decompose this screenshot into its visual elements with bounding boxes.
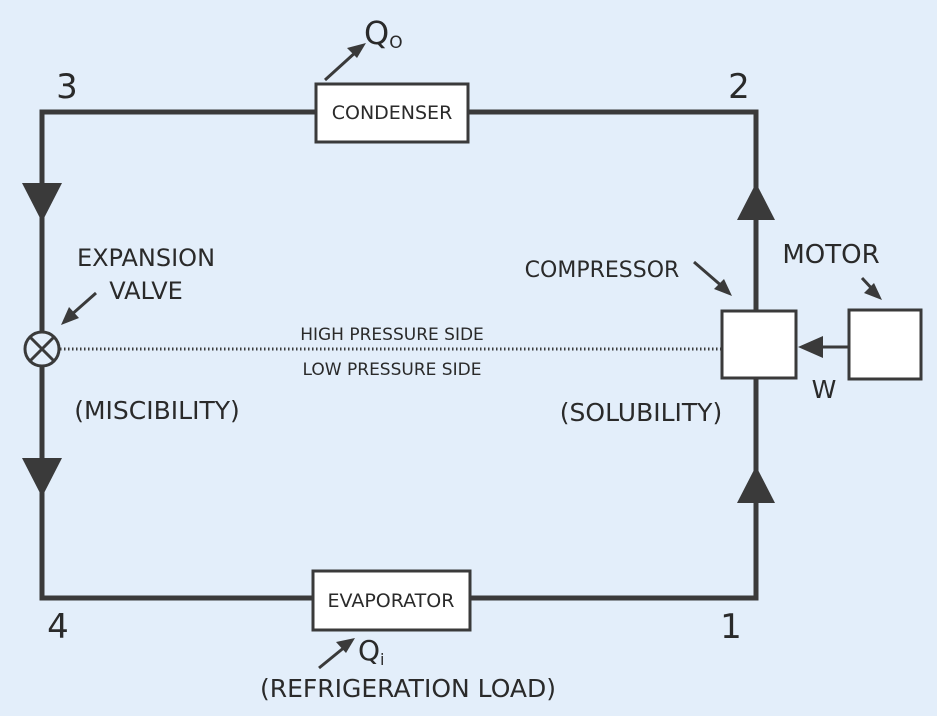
q-in-arrow-line [318, 644, 347, 670]
compressor-pointer-line [693, 260, 725, 290]
expansion-valve-pointer-head [61, 307, 79, 325]
compressor-box [720, 309, 798, 380]
q-in-subscript: i [380, 650, 384, 669]
q-in-arrow-head [336, 638, 355, 653]
work-shaft-arrowhead [798, 336, 823, 358]
node-4-label: 4 [47, 607, 69, 647]
node-2-label: 2 [728, 67, 750, 107]
motor-label: MOTOR [782, 240, 879, 270]
compressor-pointer-head [714, 279, 732, 296]
q-out-label: QO [364, 14, 403, 53]
work-label: W [812, 375, 837, 404]
expansion-valve-pointer-line [69, 291, 97, 318]
node-3-label: 3 [56, 67, 78, 107]
high-pressure-label: HIGH PRESSURE SIDE [300, 325, 484, 345]
node-1-label: 1 [720, 607, 742, 647]
expansion-valve-label-line1: EXPANSION [77, 244, 215, 272]
flow-arrow-down-upper [22, 183, 62, 222]
miscibility-label: (MISCIBILITY) [74, 396, 240, 425]
motor-box [847, 308, 923, 381]
flow-arrow-up-lower [737, 466, 775, 503]
q-in-symbol: Q [358, 634, 380, 667]
refrigeration-load-label: (REFRIGERATION LOAD) [260, 674, 556, 703]
q-out-subscript: O [389, 33, 402, 53]
flow-arrow-up-upper [737, 183, 775, 220]
condenser-box [314, 82, 470, 144]
evaporator-box [311, 569, 472, 632]
compressor-label: COMPRESSOR [525, 258, 680, 283]
solubility-label: (SOLUBILITY) [560, 398, 722, 427]
q-out-symbol: Q [364, 14, 389, 52]
q-in-label: Qi [358, 634, 385, 669]
motor-pointer-head [864, 283, 882, 300]
expansion-valve-cross-b [28, 335, 56, 363]
expansion-valve-label-line2: VALVE [109, 277, 183, 305]
evaporator-label: EVAPORATOR [328, 590, 455, 612]
q-out-arrow-head [347, 43, 366, 58]
condenser-label: CONDENSER [332, 102, 453, 124]
flow-arrow-down-lower [22, 458, 62, 497]
q-out-arrow-line [323, 49, 359, 82]
low-pressure-label: LOW PRESSURE SIDE [303, 360, 482, 380]
